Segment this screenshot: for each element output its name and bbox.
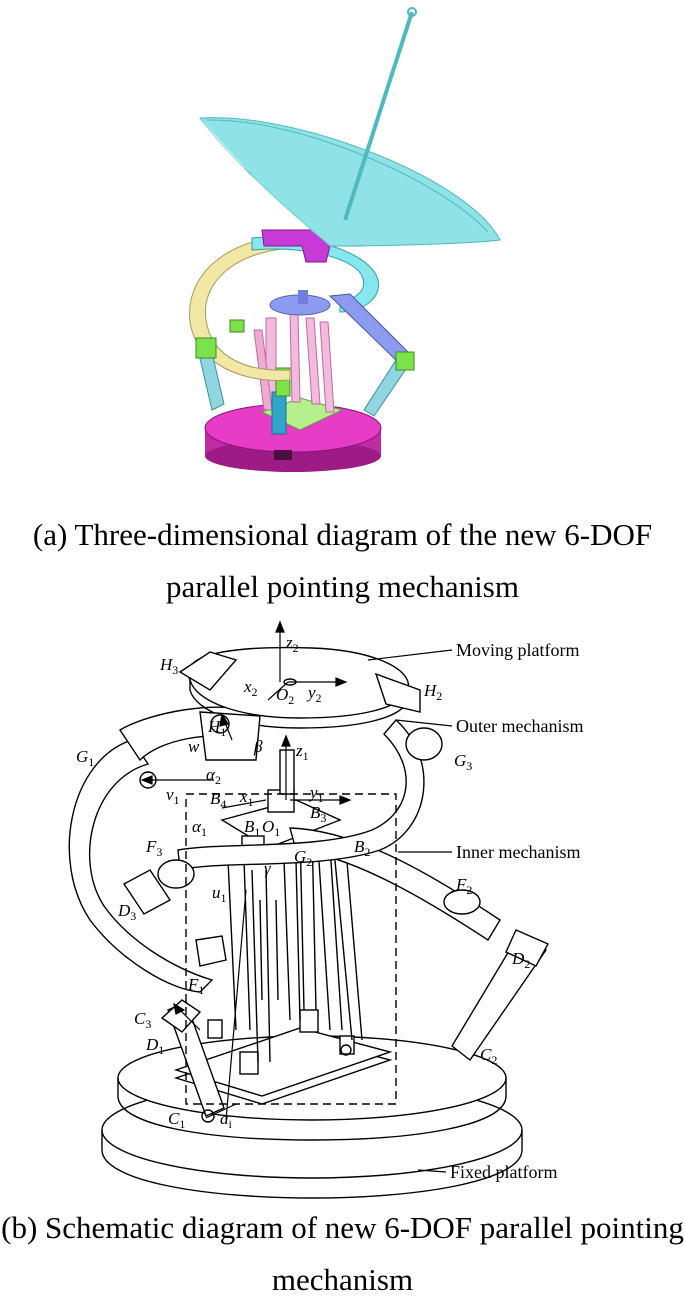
axes (140, 620, 352, 1121)
outer-arc-1 (68, 739, 214, 993)
inner-mechanism-box (185, 793, 397, 1105)
render-outer-legs (195, 319, 415, 417)
diagram-3d-render (189, 7, 501, 472)
caption-a-line1: (a) Three-dimensional diagram of the new… (32, 517, 653, 552)
label-beta: β (253, 737, 263, 756)
label-H2: H2 (423, 681, 442, 703)
render-inner-legs (253, 313, 335, 413)
callout-inner-mechanism: Inner mechanism (456, 842, 580, 862)
diagram-schematic (68, 620, 549, 1199)
label-alpha1: α1 (192, 817, 207, 839)
label-F3: F3 (145, 837, 162, 859)
label-D1: D1 (145, 1035, 164, 1057)
outer-legs (122, 727, 549, 1123)
label-v1: v1 (166, 785, 180, 807)
label-G1: G1 (76, 747, 94, 769)
label-B3: B3 (310, 803, 326, 825)
render-fixed-base (204, 403, 382, 472)
moving-platform (178, 646, 421, 761)
callout-leaders (367, 649, 453, 1173)
caption-b-line2: mechanism (271, 1262, 414, 1297)
label-F2: F2 (455, 875, 472, 897)
label-y1: y1 (308, 783, 324, 805)
callout-fixed-platform: Fixed platform (450, 1162, 557, 1182)
label-G3: G3 (454, 751, 472, 773)
label-x1: x1 (239, 787, 254, 809)
caption-b-line1: (b) Schematic diagram of new 6-DOF paral… (1, 1210, 684, 1245)
callout-texts: Moving platform Outer mechanism Inner me… (450, 640, 583, 1182)
label-u1: u1 (212, 883, 227, 905)
label-z2: z2 (285, 633, 299, 655)
label-gamma: γ (264, 859, 272, 878)
callout-moving-platform: Moving platform (456, 640, 580, 660)
callout-outer-mechanism: Outer mechanism (456, 716, 583, 736)
label-B4: B4 (210, 789, 226, 811)
label-D3: D3 (117, 901, 136, 923)
label-w: w (188, 737, 200, 756)
caption-a-line2: parallel pointing mechanism (166, 569, 519, 604)
label-C3: C3 (134, 1009, 151, 1031)
label-H3: H3 (159, 655, 178, 677)
label-C2: C2 (480, 1045, 497, 1067)
label-alpha2: α2 (206, 765, 221, 787)
render-yellow-arc (189, 235, 301, 382)
label-z1: z1 (295, 741, 309, 763)
render-antenna-dish (199, 7, 501, 247)
